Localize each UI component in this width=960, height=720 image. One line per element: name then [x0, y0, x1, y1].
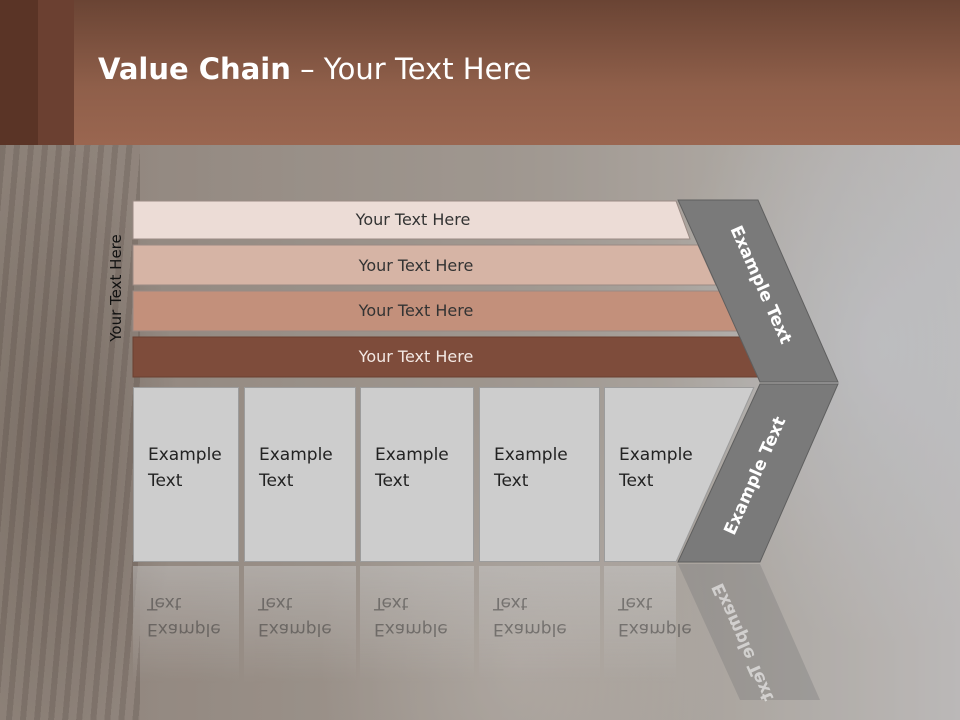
box-2-reflection-line2: Text [258, 593, 293, 613]
box-1-reflection-line1: Example [147, 619, 221, 639]
activity-box-2[interactable]: Example Text [244, 387, 356, 562]
title-bold: Value Chain [98, 52, 291, 86]
chevron-upper [677, 199, 839, 383]
row-4[interactable]: Your Text Here [133, 337, 699, 375]
box-4-reflection-line2: Text [493, 593, 528, 613]
box-1-line1: Example [148, 445, 222, 465]
box-2-line2: Text [259, 471, 294, 491]
header-accent-strip [38, 0, 74, 145]
row-shape-1 [132, 200, 691, 240]
box-5-reflection: Example Text [604, 566, 692, 696]
row-3[interactable]: Your Text Here [133, 291, 699, 329]
box-3-line1: Example [375, 445, 449, 465]
box-4-reflection-line1: Example [493, 619, 567, 639]
box-3-reflection-line1: Example [374, 619, 448, 639]
activity-box-4[interactable]: Example Text [479, 387, 600, 562]
header-accent-strip [0, 0, 38, 145]
row-3-label: Your Text Here [358, 300, 474, 320]
box-1-reflection: Example Text [133, 566, 239, 696]
box-1-reflection-line2: Text [147, 593, 182, 613]
box-1-line2: Text [148, 471, 183, 491]
title-rest: – Your Text Here [290, 52, 532, 86]
box-3-reflection: Example Text [360, 566, 474, 696]
row-1[interactable]: Your Text Here [133, 200, 693, 238]
row-4-label: Your Text Here [358, 346, 474, 366]
box-3-line2: Text [375, 471, 410, 491]
chevron-reflection [678, 564, 820, 700]
row-1-label: Your Text Here [355, 209, 471, 229]
activity-box-1[interactable]: Example Text [133, 387, 239, 562]
box-5-line2: Text [619, 471, 654, 491]
box-4-line1: Example [494, 445, 568, 465]
box-5-reflection-line2: Text [618, 593, 653, 613]
box-5-line1: Example [619, 445, 693, 465]
box-2-reflection: Example Text [244, 566, 356, 696]
slide-header: Value Chain – Your Text Here [0, 0, 960, 145]
box-2-line1: Example [259, 445, 333, 465]
activity-box-3[interactable]: Example Text [360, 387, 474, 562]
background-tree-trunk [0, 145, 140, 720]
row-2[interactable]: Your Text Here [133, 246, 699, 284]
box-3-reflection-line2: Text [374, 593, 409, 613]
box-2-reflection-line1: Example [258, 619, 332, 639]
box-4-line2: Text [494, 471, 529, 491]
box-5-reflection-line1: Example [618, 619, 692, 639]
row-2-label: Your Text Here [358, 255, 474, 275]
slide-title[interactable]: Value Chain – Your Text Here [98, 52, 532, 86]
box-4-reflection: Example Text [479, 566, 600, 696]
